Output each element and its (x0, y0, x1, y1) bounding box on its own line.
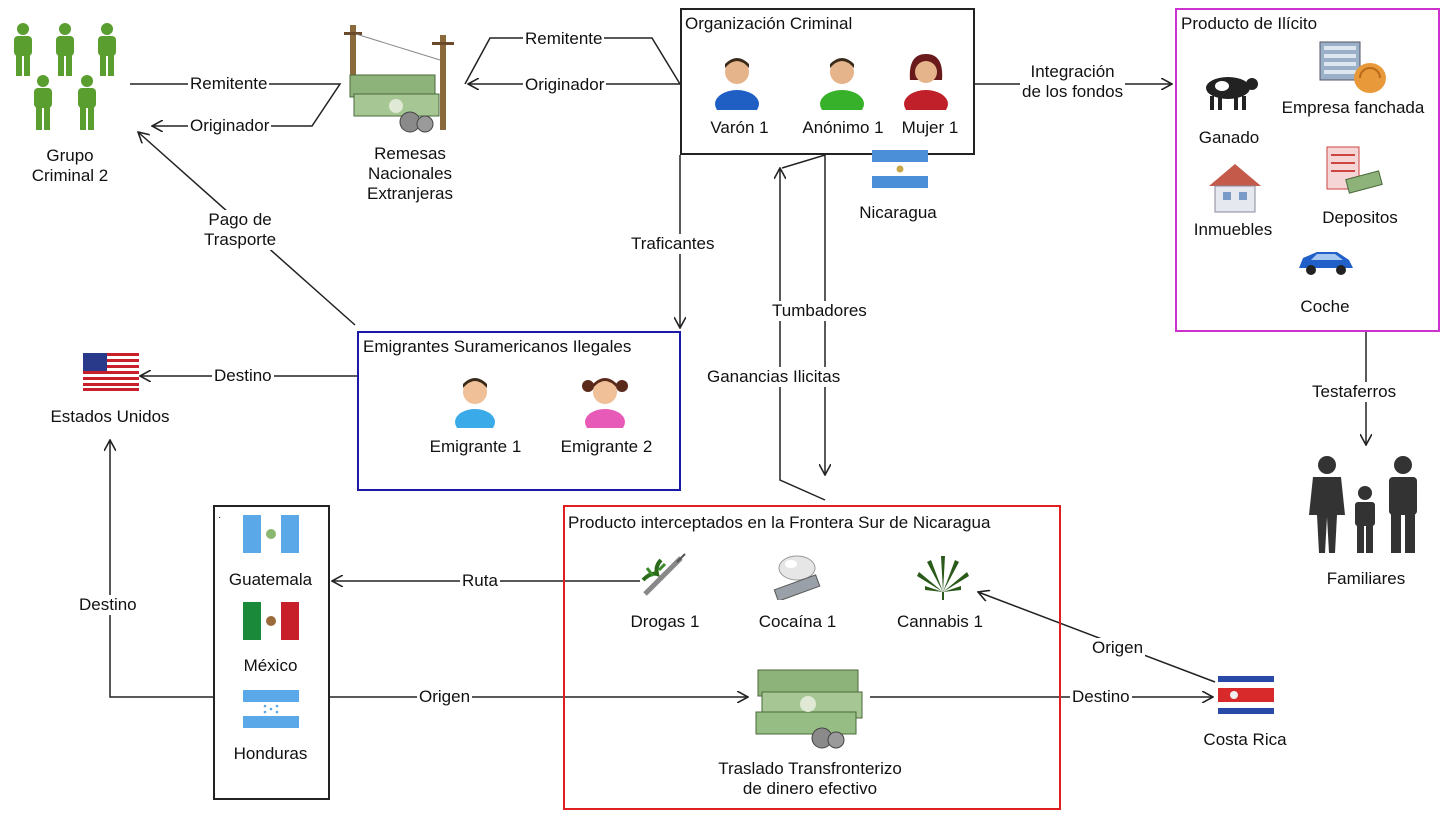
cattle-icon (1206, 77, 1258, 110)
edge-label-destino-left: Destino (77, 595, 139, 615)
producto-item-2: Inmuebles (1193, 220, 1273, 239)
male-person-icon (715, 58, 759, 110)
edge-label-tumbadores: Tumbadores (770, 301, 869, 321)
frontera-item-0: Drogas 1 (630, 612, 700, 631)
edge-label-pago-transporte: Pago de Trasporte (202, 210, 279, 250)
paises-item-2: Honduras (233, 744, 308, 763)
dot-marker: · (218, 512, 222, 523)
company-building-icon (1319, 41, 1386, 93)
girl-emigrant-icon (582, 378, 628, 428)
estados-unidos-label: Estados Unidos (50, 407, 170, 426)
familiares-label: Familiares (1326, 569, 1406, 588)
organizacion-member-1: Anónimo 1 (802, 118, 884, 137)
edge-label-originador-1: Originador (188, 116, 272, 136)
car-icon (1299, 252, 1353, 275)
emigrantes-title: Emigrantes Suramericanos Ilegales (363, 337, 632, 356)
frontera-box (563, 505, 1061, 810)
organizacion-box (680, 8, 975, 155)
organizacion-member-0: Varón 1 (710, 118, 769, 137)
guatemala-flag-icon (243, 515, 299, 553)
paises-box (213, 505, 330, 800)
money-remittance-icon (344, 25, 454, 133)
cocaine-icon (773, 555, 821, 600)
producto-item-1: Empresa fanchada (1281, 98, 1425, 117)
producto-item-4: Coche (1300, 297, 1350, 316)
frontera-item-2: Cannabis 1 (896, 612, 983, 631)
house-icon (1209, 164, 1261, 213)
organizacion-title: Organización Criminal (685, 14, 853, 33)
paises-item-0: Guatemala (228, 570, 313, 589)
producto-ilicito-title: Producto de Ilícito (1181, 14, 1318, 33)
edge-destino-left (110, 440, 213, 698)
usa-flag-icon (83, 353, 139, 391)
traslado-label: Traslado Transfronterizo de dinero efect… (718, 759, 902, 798)
edge-tumbadores (780, 168, 826, 501)
organizacion-member-2: Mujer 1 (901, 118, 959, 137)
boy-emigrant-icon (455, 378, 495, 428)
producto-item-0: Ganado (1198, 128, 1260, 147)
producto-ilicito-box (1175, 8, 1440, 332)
cash-transfer-icon (755, 669, 863, 749)
edge-label-destino-cr: Destino (1070, 687, 1132, 707)
edge-label-destino-eu: Destino (212, 366, 274, 386)
edge-label-ruta: Ruta (460, 571, 500, 591)
family-icon (1309, 456, 1417, 553)
edge-label-traficantes: Traficantes (629, 234, 717, 254)
emigrantes-box (357, 331, 681, 491)
edge-label-originador-2: Originador (523, 75, 607, 95)
drugs-syringe-icon (641, 553, 686, 596)
frontera-title: Producto interceptados en la Frontera Su… (568, 513, 991, 532)
mexico-flag-icon (243, 602, 299, 640)
producto-item-3: Depositos (1322, 208, 1398, 227)
emigrantes-member-1: Emigrante 2 (560, 437, 653, 456)
edge-label-remitente-2: Remitente (523, 29, 605, 49)
costa-rica-label: Costa Rica (1203, 730, 1287, 749)
edge-label-origen-cr: Origen (1090, 638, 1146, 658)
paises-item-1: México (243, 656, 298, 675)
remesas-label: Remesas Nacionales Extranjeras (367, 144, 453, 203)
grupo-criminal-label: Grupo Criminal 2 (31, 146, 109, 185)
nicaragua-label: Nicaragua (859, 203, 937, 222)
edge-origen-cr (978, 592, 1216, 683)
edge-remitente-2 (464, 37, 682, 84)
nicaragua-flag-icon (872, 150, 928, 188)
frontera-item-1: Cocaína 1 (758, 612, 837, 631)
edge-label-ganancias: Ganancias Ilicitas (705, 367, 843, 387)
emigrantes-member-0: Emigrante 1 (429, 437, 522, 456)
honduras-flag-icon (243, 690, 299, 728)
female-person-icon (904, 54, 948, 110)
edge-label-origen-bottom: Origen (417, 687, 473, 707)
edge-label-testaferros: Testaferros (1310, 382, 1399, 402)
edge-label-remitente-1: Remitente (188, 74, 270, 94)
group-people-icon (14, 23, 116, 130)
edge-label-integracion: Integración de los fondos (1020, 62, 1126, 102)
deposit-document-icon (1326, 146, 1383, 194)
anonymous-person-icon (820, 58, 864, 110)
cannabis-leaf-icon (917, 556, 969, 600)
costa-rica-flag-icon (1218, 676, 1274, 714)
